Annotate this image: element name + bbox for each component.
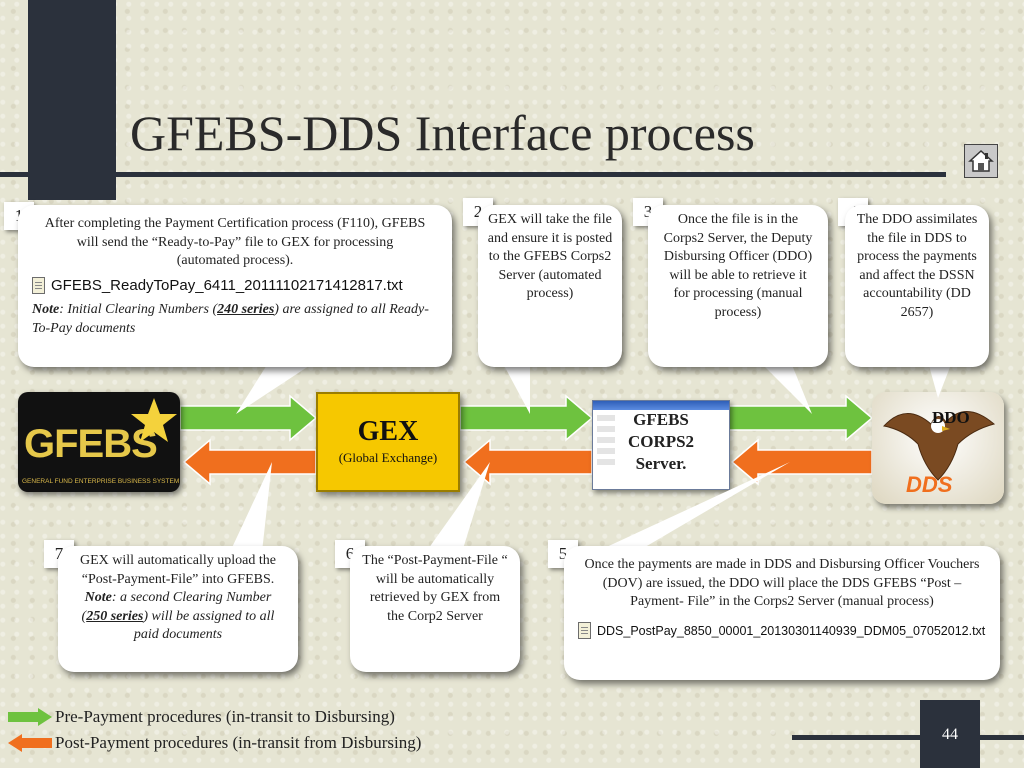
step-1-note-post: ) are assigned to all Ready-To-Pay docum… (32, 302, 429, 336)
pre-arrow-corps2-ddo (727, 394, 874, 442)
post-arrow-corps2-gex (462, 438, 593, 486)
step-6-text: The “Post-Payment-File “ will be automat… (362, 553, 508, 624)
step-1-filename: GFEBS_ReadyToPay_6411_20111102171412817.… (51, 276, 403, 294)
page-title: GFEBS-DDS Interface process (130, 105, 755, 161)
step-7-note-pre: : a second Clearing Number ( (81, 590, 272, 624)
document-icon (32, 277, 45, 295)
corps2-line2: CORPS2 (627, 432, 695, 451)
title-underline-bar (0, 172, 946, 177)
step-7-note-label: Note (84, 590, 112, 605)
gfebs-logo-subtitle: GENERAL FUND ENTERPRISE BUSINESS SYSTEM (22, 478, 180, 485)
legend-pre-arrow (8, 708, 52, 726)
post-arrow-gex-gfebs (182, 438, 317, 486)
corps2-server-node: GFEBS CORPS2 Server. (592, 400, 730, 490)
step-2-callout: GEX will take the file and ensure it is … (478, 205, 622, 367)
document-icon (578, 622, 591, 640)
step-6-callout: The “Post-Payment-File “ will be automat… (350, 546, 520, 672)
step-7-note-post: ) will be assigned to all paid documents (133, 608, 275, 643)
step-7-text: GEX will automatically upload the “Post-… (80, 553, 276, 587)
home-icon (968, 149, 994, 172)
eagle-icon (883, 411, 996, 481)
step-1-note-series: 240 series (217, 302, 275, 317)
step-7-note-series: 250 series (86, 608, 144, 624)
step-5-callout: Once the payments are made in DDS and Di… (564, 546, 1000, 680)
gfebs-logo: GFEBS GENERAL FUND ENTERPRISE BUSINESS S… (18, 392, 180, 492)
legend-pre-label: Pre-Payment procedures (in-transit to Di… (55, 707, 395, 726)
step-5-file: DDS_PostPay_8850_00001_20130301140939_DD… (578, 622, 986, 641)
legend-post-label: Post-Payment procedures (in-transit from… (55, 733, 422, 752)
gex-sublabel: (Global Exchange) (338, 450, 438, 465)
step-2-text: GEX will take the file and ensure it is … (487, 212, 613, 301)
bottom-right-block (920, 700, 980, 768)
bottom-right-line (792, 735, 1024, 740)
gex-label: GEX (357, 416, 419, 447)
dds-logo-text: DDS (906, 472, 953, 497)
step-1-callout: After completing the Payment Certificati… (18, 205, 452, 367)
window-titlebar (593, 401, 729, 410)
step-1-text: After completing the Payment Certificati… (44, 216, 426, 268)
left-vertical-bar (28, 0, 116, 200)
pre-arrow-gex-corps2 (459, 394, 594, 442)
step-7-callout: GEX will automatically upload the “Post-… (58, 546, 298, 672)
ddo-label: DDO (932, 408, 970, 427)
step-3-text: Once the file is in the Corps2 Server, t… (663, 212, 813, 320)
step-4-callout: The DDO assimilates the file in DDS to p… (845, 205, 989, 367)
legend-post-arrow (8, 734, 52, 752)
step-4-text: The DDO assimilates the file in DDS to p… (856, 212, 978, 320)
gfebs-logo-text: GFEBS (24, 422, 158, 466)
gex-node: GEX (Global Exchange) (316, 392, 460, 492)
step-1-note-label: Note (32, 302, 60, 317)
step-1-note: Note: Initial Clearing Numbers (240 seri… (32, 301, 438, 338)
step-1-note-pre: : Initial Clearing Numbers ( (59, 302, 218, 317)
step-7-note: Note: a second Clearing Number (250 seri… (72, 589, 284, 645)
star-icon (131, 398, 177, 442)
slide-number: 44 (942, 726, 958, 743)
pre-arrow-gfebs-gex (179, 394, 318, 442)
step-3-callout: Once the file is in the Corps2 Server, t… (648, 205, 828, 367)
window-sidebar (597, 415, 615, 465)
step-1-file: GFEBS_ReadyToPay_6411_20111102171412817.… (32, 277, 438, 296)
corps2-line3: Server. (635, 454, 687, 473)
step-5-filename: DDS_PostPay_8850_00001_20130301140939_DD… (597, 623, 986, 638)
step-5-text: Once the payments are made in DDS and Di… (584, 557, 980, 609)
ddo-node: DDO DDS (872, 392, 1004, 504)
home-button[interactable] (964, 144, 998, 178)
corps2-line1: GFEBS (633, 410, 689, 429)
